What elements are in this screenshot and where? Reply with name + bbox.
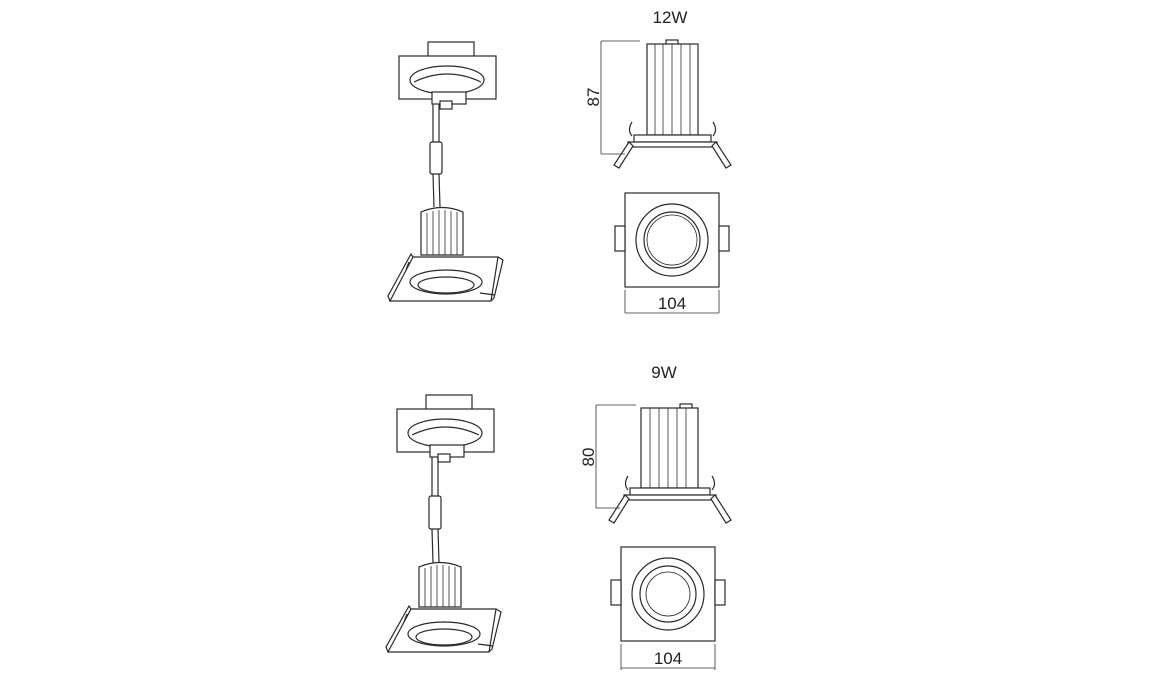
side-view-12w: 87 bbox=[584, 39, 732, 169]
variant-9w: 80 104 9W bbox=[385, 363, 732, 670]
height-dimension-12w: 87 bbox=[584, 88, 603, 107]
square-trim bbox=[387, 252, 504, 302]
driver-box bbox=[396, 394, 495, 463]
heatsink bbox=[420, 206, 464, 256]
heatsink bbox=[418, 561, 462, 608]
perspective-drawing-12w bbox=[387, 41, 504, 302]
front-view-9w: 104 bbox=[610, 546, 726, 670]
perspective-drawing-9w bbox=[385, 394, 502, 653]
side-view-9w: 80 bbox=[579, 403, 732, 524]
height-dimension-9w: 80 bbox=[579, 448, 598, 467]
cable bbox=[429, 104, 443, 208]
wattage-label-9w: 9W bbox=[651, 363, 677, 382]
cable bbox=[428, 457, 442, 564]
variant-12w: 87 104 12W bbox=[387, 8, 732, 314]
wattage-label-12w: 12W bbox=[653, 8, 688, 27]
driver-box bbox=[398, 41, 497, 110]
width-dimension-9w: 104 bbox=[654, 649, 682, 668]
square-trim bbox=[385, 604, 502, 653]
width-dimension-12w: 104 bbox=[658, 294, 686, 313]
front-view-12w: 104 bbox=[614, 192, 730, 314]
